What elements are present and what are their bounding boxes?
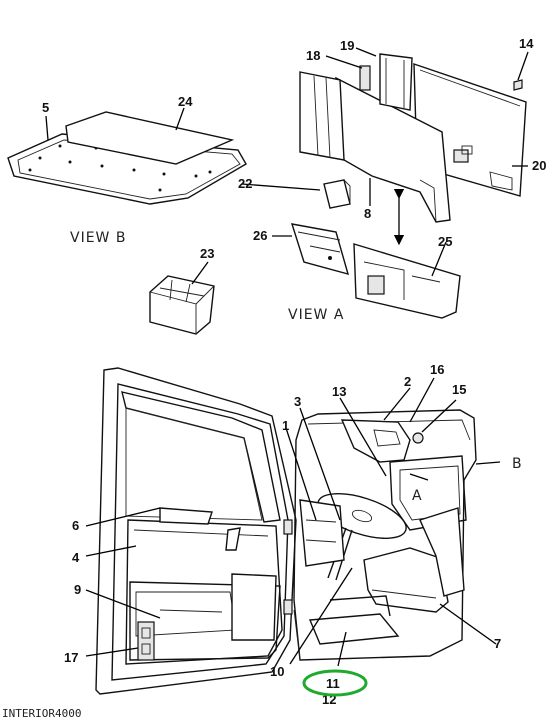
callout-25: 25 bbox=[438, 234, 452, 249]
callout-3: 3 bbox=[294, 394, 301, 409]
bracket-22 bbox=[323, 179, 351, 209]
callout-23: 23 bbox=[200, 246, 214, 261]
callout-20: 20 bbox=[532, 158, 546, 173]
center-panel-8 bbox=[335, 76, 451, 223]
callout-10: 10 bbox=[270, 664, 284, 679]
lower-console-25 bbox=[353, 243, 461, 319]
callout-15: 15 bbox=[452, 382, 466, 397]
door-assembly bbox=[95, 367, 297, 695]
cab-interior bbox=[283, 409, 477, 661]
callout-24: 24 bbox=[178, 94, 193, 109]
callout-17: 17 bbox=[64, 650, 78, 665]
callout-26: 26 bbox=[253, 228, 267, 243]
leader-lines bbox=[45, 47, 529, 667]
highlight-ring bbox=[302, 669, 368, 697]
console-26 bbox=[290, 223, 350, 276]
figure-caption: INTERIOR4000 bbox=[2, 707, 81, 720]
marker-b-label: B bbox=[512, 456, 523, 472]
callout-9: 9 bbox=[74, 582, 81, 597]
headliner-insulation-24 bbox=[65, 111, 235, 165]
view-b-label: VIEW B bbox=[70, 230, 126, 246]
callout-14: 14 bbox=[519, 36, 534, 51]
marker-a-label: A bbox=[412, 488, 423, 504]
callout-6: 6 bbox=[72, 518, 79, 533]
trim-panel-19 bbox=[379, 53, 413, 111]
callout-5: 5 bbox=[42, 100, 49, 115]
callout-11: 11 bbox=[326, 676, 340, 691]
callout-16: 16 bbox=[430, 362, 444, 377]
callout-1: 1 bbox=[282, 418, 289, 433]
callout-2: 2 bbox=[404, 374, 411, 389]
callout-7: 7 bbox=[494, 636, 501, 651]
callout-8: 8 bbox=[364, 206, 371, 221]
callout-22: 22 bbox=[238, 176, 252, 191]
callout-19: 19 bbox=[340, 38, 354, 53]
callout-18: 18 bbox=[306, 48, 320, 63]
side-trim-18 bbox=[299, 65, 371, 161]
callout-13: 13 bbox=[332, 384, 346, 399]
view-a-label: VIEW A bbox=[288, 307, 344, 323]
storage-box-23 bbox=[149, 275, 215, 335]
clip-14 bbox=[513, 79, 523, 91]
callout-4: 4 bbox=[72, 550, 80, 565]
